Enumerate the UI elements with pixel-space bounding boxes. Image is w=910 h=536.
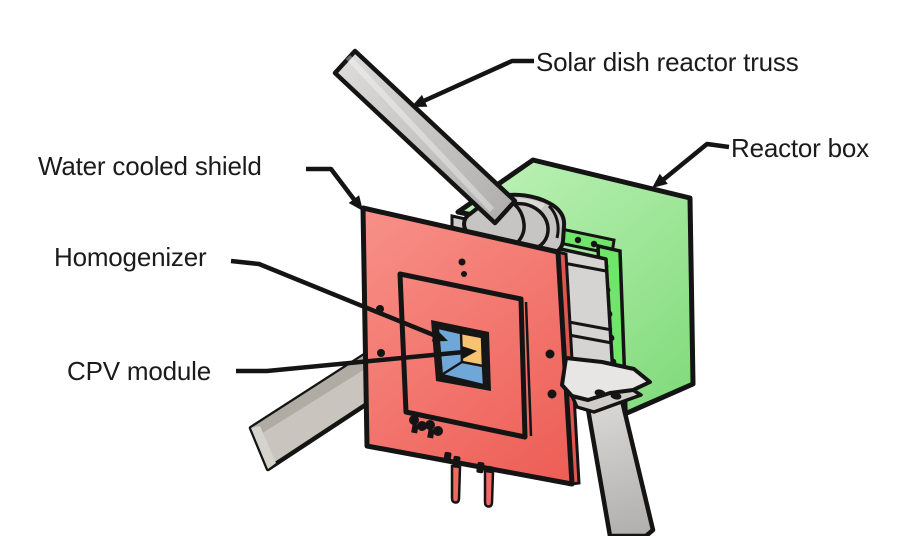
arrowhead-shield	[348, 195, 363, 211]
bracket-knuckles	[594, 389, 622, 400]
cavity-seams	[438, 326, 486, 385]
mount-bracket-wing	[560, 356, 652, 414]
panel-knobs	[409, 415, 443, 439]
leader-lines	[230, 58, 730, 374]
arrowhead-cpv	[461, 345, 477, 359]
label-solar-dish-reactor-truss: Solar dish reactor truss	[536, 47, 799, 77]
leader-water-cooled-shield	[306, 166, 361, 208]
label-cpv-module: CPV module	[67, 356, 211, 386]
leader-solar-dish-reactor-truss	[416, 58, 534, 107]
leader-reactor-box	[656, 141, 730, 186]
label-water-cooled-shield: Water cooled shield	[38, 151, 262, 181]
shield-bolt-dots	[376, 258, 557, 399]
label-homogenizer: Homogenizer	[54, 242, 207, 272]
arrowhead-reactor-box	[652, 173, 668, 188]
tube-end-cap	[251, 426, 276, 469]
arrowhead-homogenizer	[431, 329, 448, 342]
leader-homogenizer	[230, 258, 442, 341]
mounting-pins	[450, 464, 495, 508]
shield-inner-panel	[397, 271, 528, 440]
truss-upper-tube	[332, 48, 518, 226]
tube-top-face	[251, 354, 370, 437]
bracket-top-face	[560, 356, 652, 402]
leader-cpv-module	[236, 349, 465, 374]
leader-arrowheads	[348, 94, 668, 359]
homogenizer-aperture	[431, 320, 491, 391]
label-reactor-box: Reactor box	[731, 133, 869, 163]
arrowhead-truss	[411, 94, 428, 107]
